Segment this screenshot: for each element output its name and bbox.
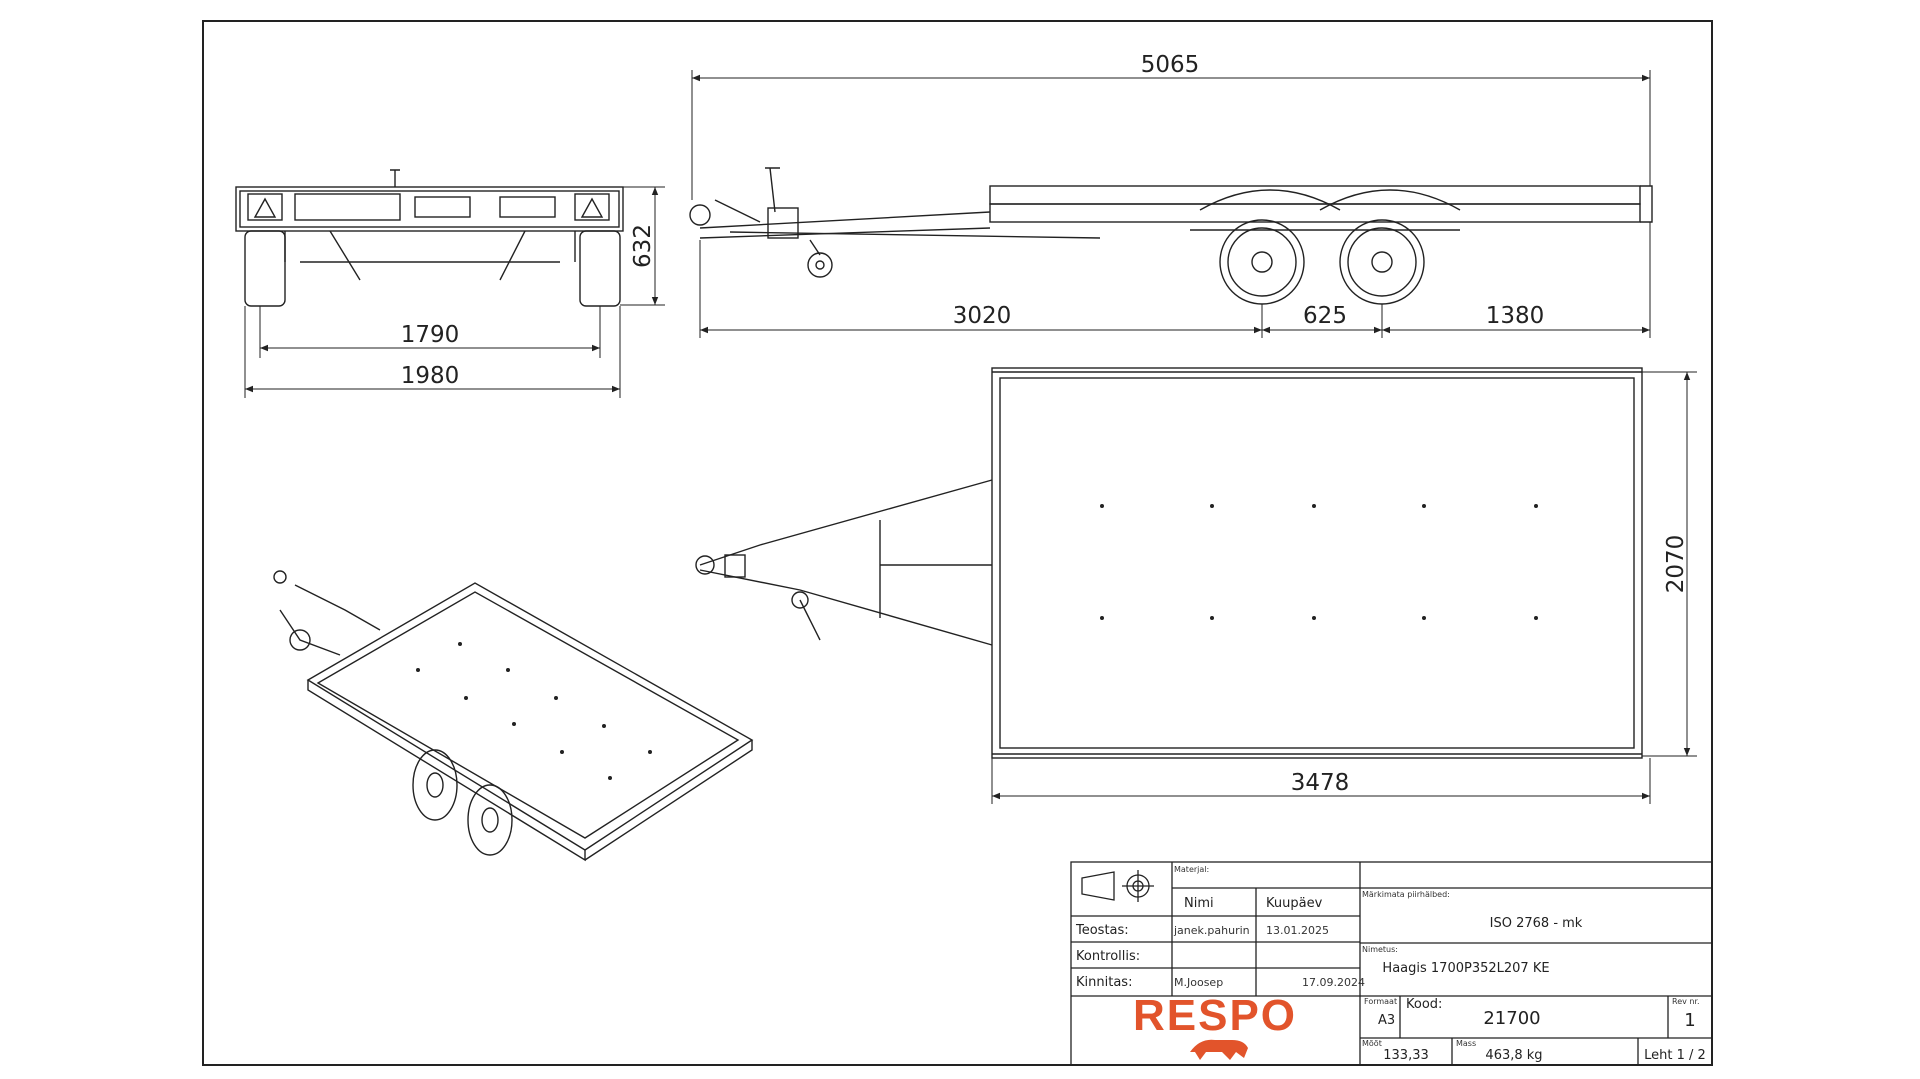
dim-deck-width: 2070 (1663, 535, 1689, 594)
row-label-checked: Kontrollis: (1076, 949, 1140, 964)
top-view (695, 367, 1643, 759)
scale-label: Mõõt (1362, 1039, 1382, 1048)
notes-label: Märkimata piirhälbed: (1362, 890, 1450, 899)
dim-height: 632 (630, 224, 656, 268)
top-view-dimensions (991, 371, 1697, 804)
projection-symbol-icon (1081, 871, 1115, 901)
mass-label: Mass (1456, 1039, 1476, 1048)
top-view-deck-dots (1100, 504, 1538, 620)
scale-value: 133,33 (1383, 1048, 1429, 1063)
row-label-made: Teostas: (1075, 923, 1129, 938)
dim-deck-length: 3478 (1291, 770, 1350, 796)
rear-view (235, 169, 624, 307)
side-view-dimensions (691, 70, 1651, 338)
row-label-approved: Kinnitas: (1076, 975, 1132, 990)
rev-label: Rev nr. (1672, 997, 1700, 1006)
dim-axle-spacing: 625 (1303, 303, 1347, 329)
respo-logo: RESPO (1133, 991, 1297, 1040)
side-view (689, 167, 1653, 305)
format-label: Formaat (1364, 997, 1397, 1006)
row-date-made: 13.01.2025 (1266, 924, 1329, 937)
rear-view-dimensions (244, 186, 665, 398)
isometric-view (273, 570, 754, 862)
row-name-approved: M.Joosep (1174, 976, 1223, 989)
sheet-border (202, 20, 1713, 1066)
code-value: 21700 (1483, 1008, 1540, 1029)
rev-value: 1 (1684, 1010, 1695, 1031)
row-name-made: janek.pahurin (1173, 924, 1250, 937)
format-value: A3 (1378, 1013, 1395, 1028)
dim-rear-overhang: 1380 (1486, 303, 1545, 329)
title-block (1070, 861, 1713, 1066)
dim-overall-width: 1980 (401, 363, 460, 389)
dim-overall-length: 5065 (1141, 52, 1200, 78)
code-label: Kood: (1406, 997, 1442, 1012)
col-name-header: Nimi (1184, 896, 1214, 911)
mass-value: 463,8 kg (1485, 1048, 1542, 1063)
name-label: Nimetus: (1362, 945, 1398, 954)
bull-logo-icon (1190, 1039, 1248, 1060)
part-name-value: Haagis 1700P352L207 KE (1382, 961, 1549, 976)
sheet-number: Leht 1 / 2 (1644, 1048, 1706, 1063)
dim-drawbar-length: 3020 (953, 303, 1012, 329)
dim-inner-track: 1790 (401, 322, 460, 348)
notes-value: ISO 2768 - mk (1490, 916, 1583, 931)
row-date-approved: 17.09.2024 (1302, 976, 1365, 989)
material-label: Materjal: (1174, 865, 1209, 874)
col-date-header: Kuupäev (1266, 896, 1323, 911)
isometric-deck-dots (416, 642, 652, 780)
